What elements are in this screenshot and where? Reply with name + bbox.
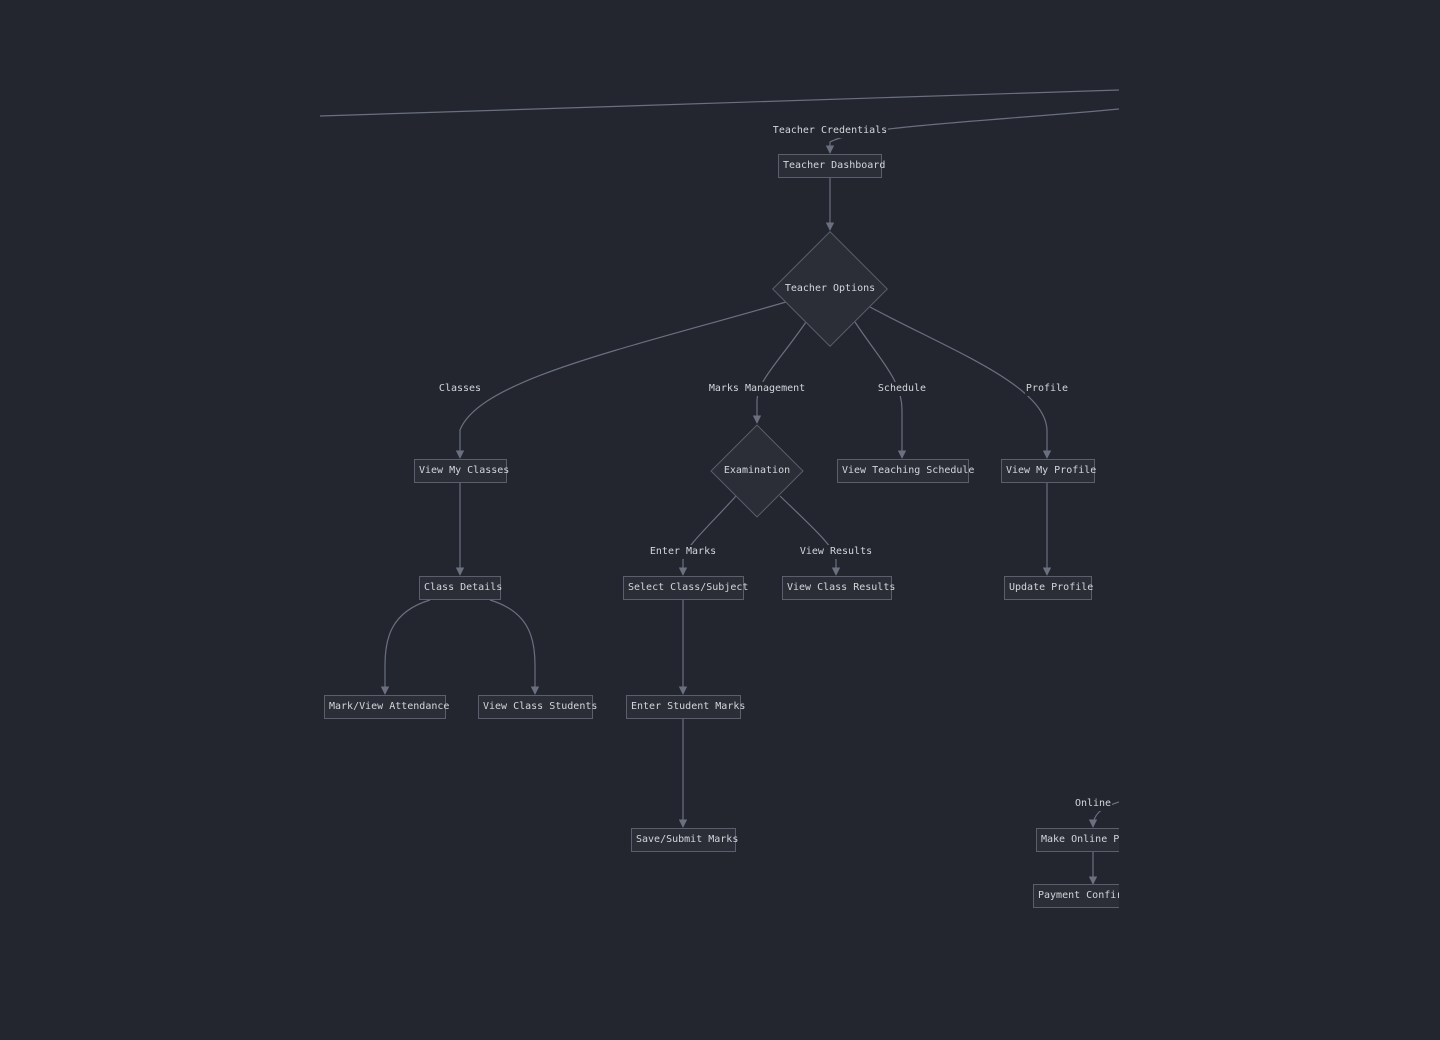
node-view-my-classes[interactable]: View My Classes: [414, 459, 509, 483]
edge-label-teacher-credentials: Teacher Credentials: [771, 124, 889, 138]
edge-offscreen-top: [319, 89, 1119, 117]
node-view-my-profile[interactable]: View My Profile: [1001, 459, 1096, 483]
node-select-class-subject[interactable]: Select Class/Subject: [623, 576, 748, 600]
node-view-class-results[interactable]: View Class Results: [782, 576, 895, 600]
edge-label-profile: Profile: [1024, 382, 1070, 396]
edge-label-view-results: View Results: [798, 545, 874, 559]
edge-online-to-payment: [1088, 801, 1119, 828]
edge-options-to-profile: [869, 306, 1052, 459]
edge-credentials-to-dashboard: [825, 108, 1119, 154]
edge-label-classes: Classes: [437, 382, 483, 396]
node-update-profile[interactable]: Update Profile: [1004, 576, 1093, 600]
node-make-online-payment[interactable]: Make Online Payment: [1036, 828, 1119, 852]
edge-label-schedule: Schedule: [876, 382, 928, 396]
node-view-teaching-schedule[interactable]: View Teaching Schedule: [837, 459, 974, 483]
edge-layer: [319, 89, 1119, 885]
node-save-submit-marks[interactable]: Save/Submit Marks: [631, 828, 738, 852]
edge-examination-to-results: [779, 495, 841, 576]
node-mark-view-attendance[interactable]: Mark/View Attendance: [324, 695, 449, 719]
edge-options-to-schedule: [854, 321, 907, 459]
node-teacher-dashboard[interactable]: Teacher Dashboard: [778, 154, 885, 178]
edge-details-to-students: [489, 599, 540, 695]
edge-label-online: Online: [1073, 797, 1113, 811]
node-class-details[interactable]: Class Details: [419, 576, 502, 600]
edge-label-enter-marks: Enter Marks: [648, 545, 718, 559]
decision-examination-label: Examination: [723, 465, 791, 476]
decision-teacher-options-label: Teacher Options: [784, 283, 876, 294]
node-payment-confirmation[interactable]: Payment Confirmation: [1033, 884, 1119, 908]
node-enter-student-marks[interactable]: Enter Student Marks: [626, 695, 745, 719]
diagram-viewport: Teacher Credentials Classes Marks Manage…: [319, 89, 1119, 908]
edge-label-marks-management: Marks Management: [707, 382, 807, 396]
edge-examination-to-select: [678, 495, 737, 576]
node-view-class-students[interactable]: View Class Students: [478, 695, 597, 719]
edge-options-to-classes: [455, 301, 787, 459]
edge-options-to-examination: [752, 321, 807, 424]
edge-details-to-attendance: [380, 599, 431, 695]
